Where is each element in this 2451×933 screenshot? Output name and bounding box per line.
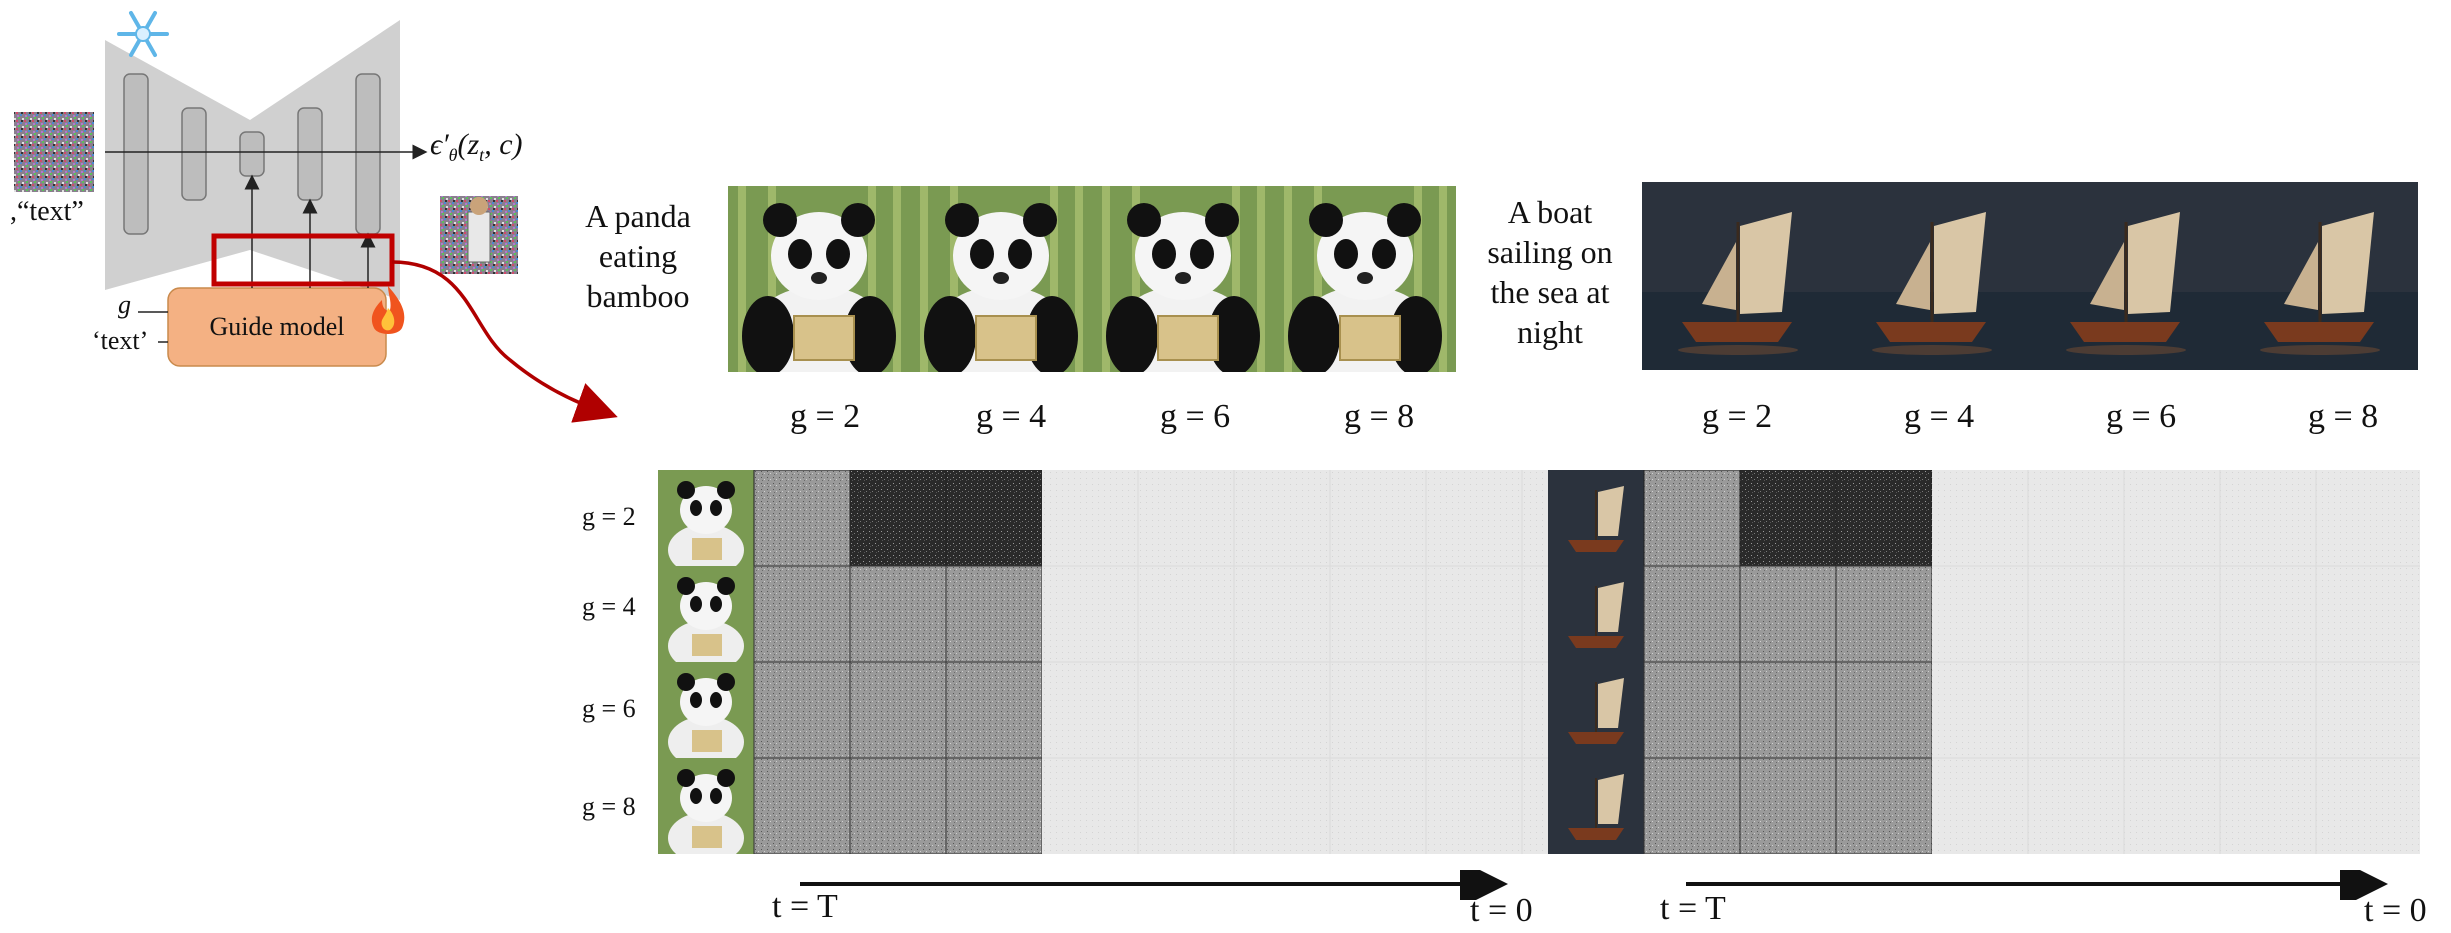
- text-label: ‘text’: [92, 326, 149, 355]
- output-epsilon-label: ϵ′θ(zt, c): [430, 128, 523, 165]
- panda-image: [909, 186, 1093, 372]
- row-label: g = 8: [582, 792, 636, 821]
- panda-timeline-start: t = T: [772, 888, 838, 925]
- panda-timeline-end: t = 0: [1470, 892, 1533, 929]
- noise-input-image: [14, 112, 94, 192]
- row-label: g = 2: [582, 502, 636, 531]
- input-text-label: ,“text”: [10, 196, 84, 227]
- snowflake-icon: [117, 11, 169, 57]
- row-label: g = 4: [582, 592, 636, 621]
- panda-image: [1091, 186, 1275, 372]
- panda-thumb: [658, 758, 754, 854]
- boat-image: [2028, 182, 2226, 370]
- boat-timeline-start: t = T: [1660, 890, 1726, 927]
- boat-g-label: g = 8: [2308, 398, 2379, 435]
- boat-thumb: [1547, 757, 1645, 854]
- highlight-box: [211, 233, 395, 287]
- unet-block: [355, 73, 381, 235]
- unet-block: [181, 107, 207, 201]
- boat-image: [2222, 182, 2418, 370]
- g-label: g: [118, 290, 131, 319]
- boat-feature-grid: [1547, 470, 2420, 854]
- panda-g-label: g = 6: [1160, 398, 1231, 435]
- boat-g-label: g = 6: [2106, 398, 2177, 435]
- panda-caption: A panda eating bamboo: [585, 198, 691, 314]
- panda-g-label: g = 2: [790, 398, 861, 435]
- panda-feature-grid: [658, 470, 1564, 854]
- row-label: g = 6: [582, 694, 636, 723]
- boat-thumb: [1547, 565, 1645, 663]
- feature-map-grids: [658, 470, 2420, 854]
- zoom-arrow: [391, 260, 618, 423]
- boat-image-strip: [1642, 182, 2418, 370]
- panda-thumb: [658, 566, 754, 672]
- architecture-diagram: [14, 11, 618, 423]
- panda-thumb: [658, 470, 754, 576]
- boat-g-label: g = 2: [1702, 398, 1773, 435]
- boat-timeline-end: t = 0: [2364, 892, 2427, 929]
- boat-thumb: [1547, 470, 1645, 567]
- unet-block: [239, 131, 265, 177]
- boat-thumb: [1547, 661, 1645, 759]
- boat-caption: A boat sailing on the sea at night: [1487, 194, 1613, 350]
- panda-g-label: g = 4: [976, 398, 1047, 435]
- panda-image-strip: [728, 186, 1456, 372]
- fire-icon: [371, 286, 405, 334]
- guide-model-label: Guide model: [209, 312, 345, 341]
- panda-image: [728, 186, 911, 372]
- timeline-arrows: [800, 870, 2388, 900]
- panda-image: [1273, 186, 1456, 372]
- panda-thumb: [658, 662, 754, 768]
- unet-block: [123, 73, 149, 235]
- boat-g-label: g = 4: [1904, 398, 1975, 435]
- boat-image: [1642, 182, 1838, 370]
- unet-block: [297, 107, 323, 201]
- person-figure: [467, 211, 491, 263]
- boat-image: [1834, 182, 2032, 370]
- panda-g-label: g = 8: [1344, 398, 1415, 435]
